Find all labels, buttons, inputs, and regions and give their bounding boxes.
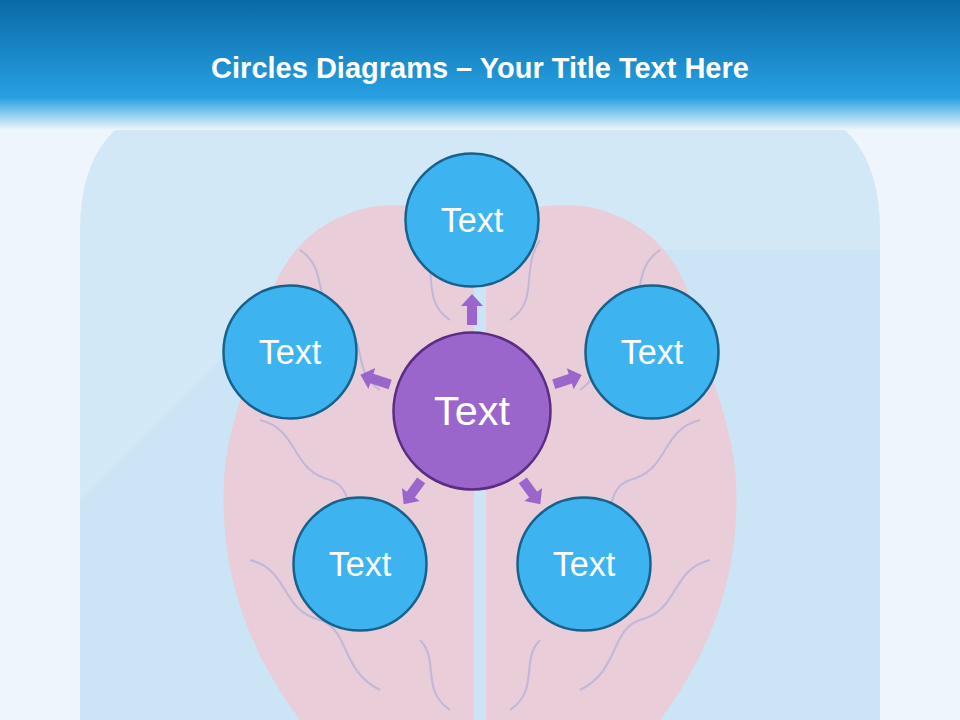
- topic-circle: Text: [404, 152, 540, 288]
- circle-label: Text: [516, 545, 652, 584]
- topic-circle: Text: [292, 496, 428, 632]
- block-arrow: [360, 368, 391, 389]
- circle-label: Text: [392, 388, 552, 435]
- topic-circle: Text: [222, 284, 358, 420]
- circle-label: Text: [404, 201, 540, 240]
- center-circle: Text: [392, 331, 552, 491]
- block-arrow: [519, 477, 542, 504]
- topic-circle: Text: [584, 284, 720, 420]
- circle-label: Text: [584, 333, 720, 372]
- slide-title: Circles Diagrams – Your Title Text Here: [0, 52, 960, 85]
- block-arrow: [552, 368, 582, 389]
- circle-label: Text: [292, 545, 428, 584]
- circle-label: Text: [222, 333, 358, 372]
- block-arrow: [461, 294, 483, 325]
- topic-circle: Text: [516, 496, 652, 632]
- block-arrow: [402, 477, 425, 504]
